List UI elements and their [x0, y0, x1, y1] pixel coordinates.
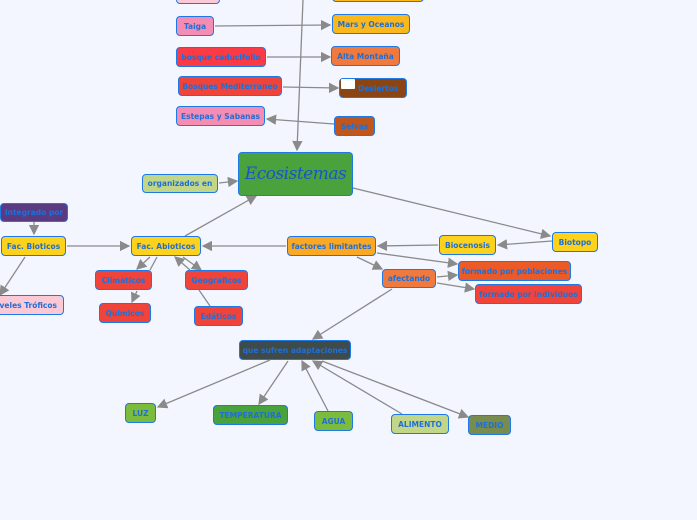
node-mares[interactable]: Mars y Oceanos	[332, 14, 410, 34]
node-abioticos[interactable]: Fac. Abioticos	[131, 236, 201, 256]
node-integrado[interactable]: Integrado por	[0, 203, 68, 222]
node-taiga[interactable]: Taiga	[176, 16, 214, 36]
node-afectando[interactable]: afectando	[382, 269, 436, 288]
node-alimento[interactable]: ALIMENTO	[391, 414, 449, 434]
node-bioticos[interactable]: Fac. Bioticos	[1, 236, 66, 256]
node-organizados[interactable]: organizados en	[142, 174, 218, 193]
image-placeholder	[341, 79, 355, 89]
node-quimicos[interactable]: Quimicos	[99, 303, 151, 323]
node-geograficos[interactable]: Geograficos	[185, 270, 248, 290]
node-biocenosis[interactable]: Biocenosis	[439, 235, 496, 255]
central-node-ecosistemas[interactable]: Ecosistemas	[238, 152, 353, 196]
node-selvas[interactable]: Selvas	[334, 116, 375, 136]
node-mediterraneo[interactable]: Bosques Mediterraneo	[178, 76, 282, 96]
partial-node-top-left[interactable]	[176, 0, 220, 4]
node-niveles[interactable]: Niveles Tróficos	[0, 295, 64, 315]
node-medio[interactable]: MEDIO	[468, 415, 511, 435]
node-estepas[interactable]: Estepas y Sabanas	[176, 106, 265, 126]
node-desiertos[interactable]: Desiertos	[339, 78, 407, 98]
node-climaticos[interactable]: Climaticos	[95, 270, 152, 290]
node-agua[interactable]: AGUA	[314, 411, 353, 431]
node-edaticos[interactable]: Edáticos	[194, 306, 243, 326]
node-caducifolio[interactable]: bosque caducifolio	[176, 47, 266, 67]
node-alta-montana[interactable]: Alta Montaña	[331, 46, 400, 66]
node-biotopo[interactable]: Biotopo	[552, 232, 598, 252]
node-poblaciones[interactable]: formado por poblaciones	[458, 261, 571, 281]
node-individuos[interactable]: formado por individuos	[475, 284, 582, 304]
node-adaptaciones[interactable]: que sufren adaptaciones	[239, 340, 351, 360]
node-luz[interactable]: LUZ	[125, 403, 156, 423]
node-temperatura[interactable]: TEMPERATURA	[213, 405, 288, 425]
partial-node-top-right[interactable]	[332, 0, 424, 2]
node-limitantes[interactable]: factores limitantes	[287, 236, 376, 256]
